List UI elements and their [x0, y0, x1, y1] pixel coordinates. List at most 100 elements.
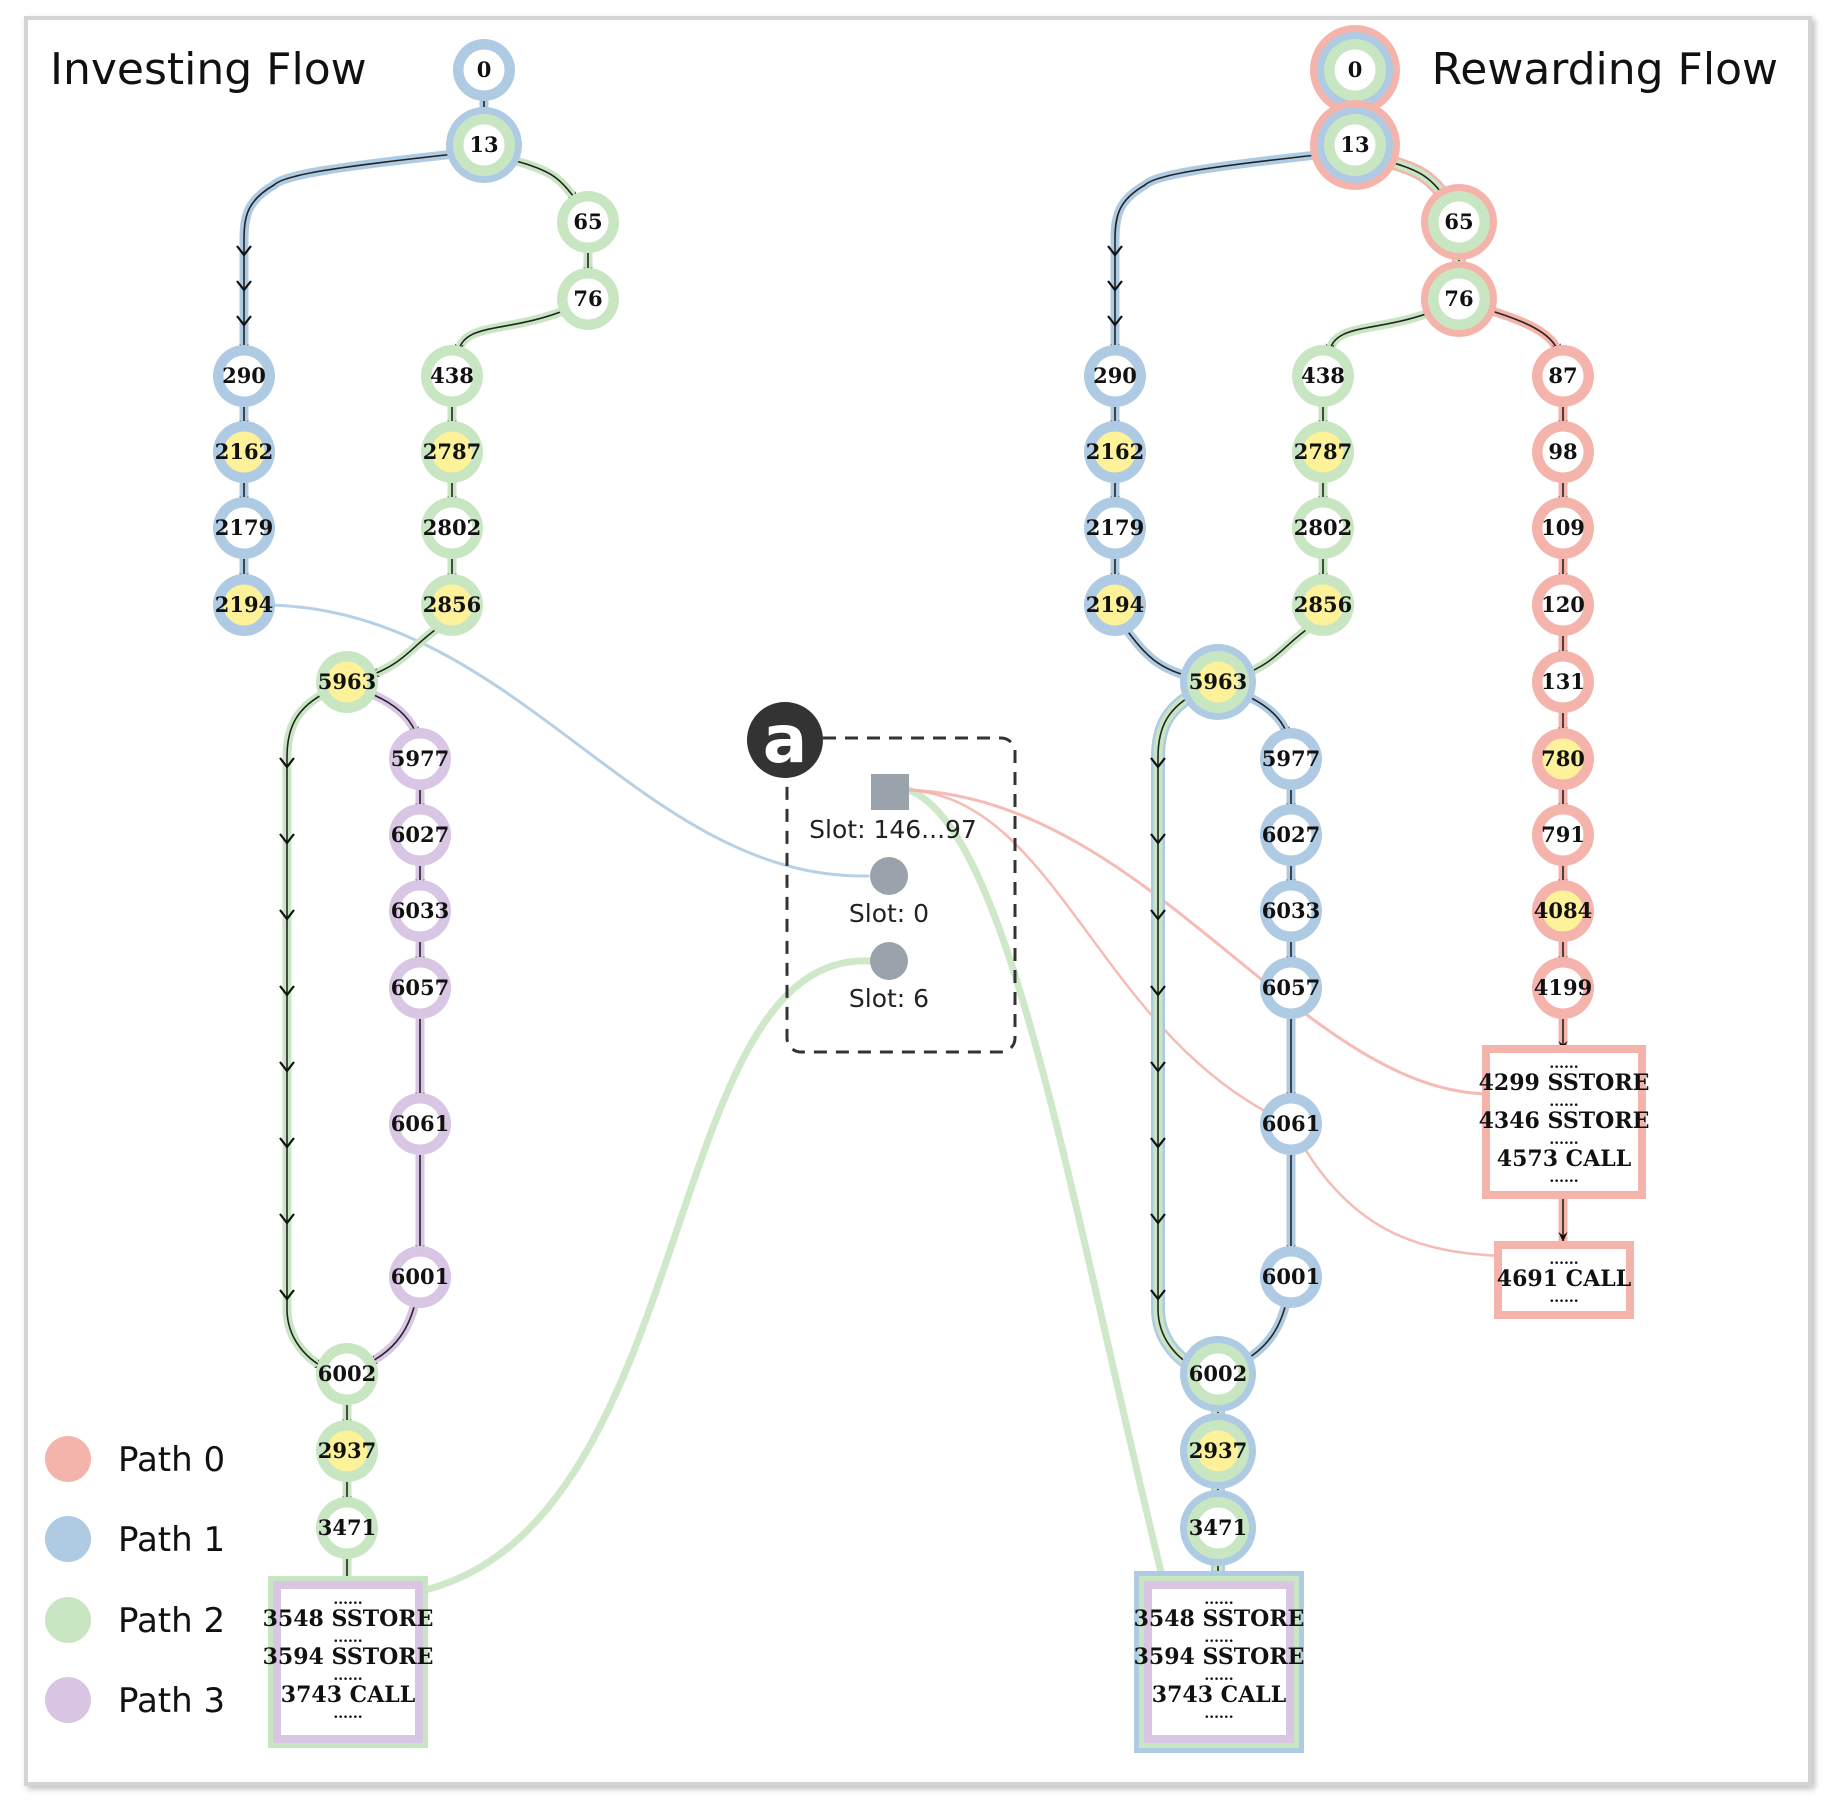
rewarding-node-6061[interactable] [1267, 1100, 1315, 1148]
rewarding-node-76[interactable] [1435, 275, 1483, 323]
rewarding-node-label: 0 [1348, 57, 1363, 82]
slot-connectors [266, 603, 1502, 1594]
investing-node-3471[interactable] [323, 1504, 371, 1552]
investing-node-2802[interactable] [428, 504, 476, 552]
investing-node-6001[interactable] [396, 1253, 444, 1301]
rewarding-node-2937[interactable] [1194, 1427, 1242, 1475]
investing-node-label: 2162 [215, 439, 273, 464]
investing-node-6057[interactable] [396, 964, 444, 1012]
investing-node-2937[interactable] [323, 1427, 371, 1475]
box-instruction: 3548 SSTORE [263, 1606, 434, 1632]
rewarding-node-label: 791 [1541, 822, 1585, 847]
investing-node-2162[interactable] [220, 428, 268, 476]
edge-arrowhead [1150, 757, 1166, 769]
investing-node-6002[interactable] [323, 1350, 371, 1398]
rewarding-node-6001[interactable] [1267, 1253, 1315, 1301]
rewarding-node-98[interactable] [1539, 428, 1587, 476]
box-instruction: 4299 SSTORE [1479, 1070, 1650, 1096]
rewarding-node-label: 87 [1548, 363, 1577, 388]
investing-node-438[interactable] [428, 352, 476, 400]
investing-node-65[interactable] [564, 198, 612, 246]
box-ellipsis: ...... [1549, 1290, 1578, 1306]
slot-circle-marker[interactable] [870, 942, 908, 980]
rewarding-node-6057[interactable] [1267, 964, 1315, 1012]
investing-node-2179[interactable] [220, 504, 268, 552]
rewarding-node-109[interactable] [1539, 504, 1587, 552]
investing-node-290[interactable] [220, 352, 268, 400]
investing-node-label: 2787 [423, 439, 481, 464]
slot-connector-curve [1289, 1122, 1502, 1258]
investing-node-2856[interactable] [428, 581, 476, 629]
rewarding-node-label: 3471 [1189, 1515, 1247, 1540]
rewarding-node-2787[interactable] [1299, 428, 1347, 476]
rewarding-node-131[interactable] [1539, 658, 1587, 706]
box-ellipsis: ...... [1204, 1706, 1233, 1722]
box-ellipsis: ...... [1204, 1592, 1233, 1608]
rewarding-node-6033[interactable] [1267, 887, 1315, 935]
rewarding-node-791[interactable] [1539, 811, 1587, 859]
rewarding-node-label: 438 [1301, 363, 1345, 388]
box-ellipsis: ...... [1549, 1094, 1578, 1110]
flow-edge [1157, 691, 1199, 1369]
rewarding-node-2802[interactable] [1299, 504, 1347, 552]
rewarding-node-3471[interactable] [1194, 1504, 1242, 1552]
rewarding-node-6002[interactable] [1194, 1350, 1242, 1398]
edge-arrowhead [279, 757, 295, 769]
box-instruction: 3594 SSTORE [263, 1644, 434, 1670]
investing-node-5977[interactable] [396, 735, 444, 783]
investing-node-2787[interactable] [428, 428, 476, 476]
rewarding-node-5977[interactable] [1267, 735, 1315, 783]
rewarding-node-label: 6001 [1262, 1264, 1320, 1289]
investing-node-13[interactable] [460, 121, 508, 169]
rewarding-node-2162[interactable] [1091, 428, 1139, 476]
rewarding-node-2856[interactable] [1299, 581, 1347, 629]
annotation-badge [747, 702, 823, 778]
rewarding-path0-call-box[interactable] [1500, 1247, 1628, 1313]
investing-node-6061[interactable] [396, 1100, 444, 1148]
box-ellipsis: ...... [1204, 1668, 1233, 1684]
legend: Path 0 Path 1 Path 2 Path 3 [45, 1436, 225, 1723]
path-edge-halo [1151, 685, 1205, 1375]
rewarding-node-label: 4084 [1534, 898, 1592, 923]
investing-node-0[interactable] [460, 46, 508, 94]
rewarding-node-4199[interactable] [1539, 964, 1587, 1012]
rewarding-node-5963[interactable] [1194, 658, 1242, 706]
rewarding-node-120[interactable] [1539, 581, 1587, 629]
legend-label-path-2: Path 2 [118, 1601, 225, 1641]
investing-node-76[interactable] [564, 275, 612, 323]
box-halo [1139, 1576, 1299, 1748]
slot-circle-marker[interactable] [870, 857, 908, 895]
rewarding-path0-box[interactable] [1488, 1051, 1640, 1193]
rewarding-node-87[interactable] [1539, 352, 1587, 400]
investing-node-6027[interactable] [396, 811, 444, 859]
flow-edge [368, 624, 443, 677]
box-halo [268, 1576, 428, 1748]
rewarding-node-label: 76 [1444, 286, 1473, 311]
rewarding-node-4084[interactable] [1539, 887, 1587, 935]
legend-label-path-0: Path 0 [118, 1440, 225, 1480]
rewarding-node-label: 2179 [1086, 515, 1144, 540]
rewarding-node-label: 6027 [1262, 822, 1320, 847]
rewarding-node-780[interactable] [1539, 735, 1587, 783]
rewarding-instruction-box[interactable] [1150, 1587, 1288, 1737]
rewarding-node-65[interactable] [1435, 198, 1483, 246]
investing-node-5963[interactable] [323, 658, 371, 706]
edge-arrowhead [1150, 833, 1166, 845]
rewarding-node-0[interactable] [1331, 46, 1379, 94]
rewarding-node-6027[interactable] [1267, 811, 1315, 859]
rewarding-node-13[interactable] [1331, 121, 1379, 169]
slot-connector-curve [266, 603, 870, 878]
investing-instruction-box[interactable] [279, 1587, 417, 1737]
rewarding-node-label: 5977 [1262, 746, 1320, 771]
investing-node-2194[interactable] [220, 581, 268, 629]
investing-node-label: 13 [469, 132, 498, 157]
investing-node-6033[interactable] [396, 887, 444, 935]
rewarding-node-438[interactable] [1299, 352, 1347, 400]
rewarding-node-2179[interactable] [1091, 504, 1139, 552]
rewarding-node-290[interactable] [1091, 352, 1139, 400]
rewarding-node-2194[interactable] [1091, 581, 1139, 629]
box-ellipsis: ...... [333, 1630, 362, 1646]
slot-square-marker[interactable] [871, 774, 909, 810]
